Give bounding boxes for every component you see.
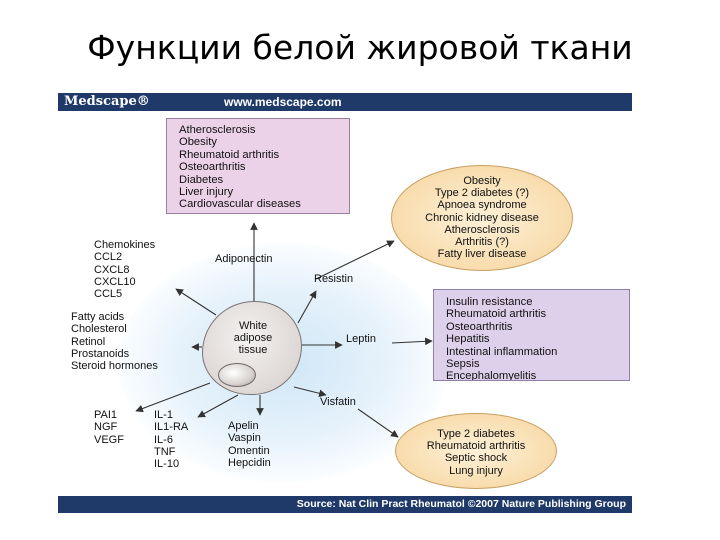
ellipse-item: Obesity bbox=[463, 175, 501, 187]
interleukins-list: IL-1 IL1-RA IL-6 TNF IL-10 bbox=[154, 409, 188, 470]
list-item: Cholesterol bbox=[71, 323, 127, 336]
list-item: Chemokines bbox=[94, 239, 156, 251]
cell-nucleus bbox=[218, 363, 256, 387]
box-item: Liver injury bbox=[179, 186, 234, 199]
list-item: IL-6 bbox=[154, 433, 173, 446]
list-item: CCL2 bbox=[94, 251, 123, 264]
list-item: PAI1 bbox=[94, 409, 118, 421]
arrows-layer bbox=[135, 222, 433, 438]
box-item: Cardiovascular diseases bbox=[179, 198, 301, 211]
arrow-to-interleukins bbox=[197, 394, 239, 418]
list-item: Omentin bbox=[228, 444, 270, 457]
box-item: Intestinal inflammation bbox=[446, 345, 558, 358]
adipose-tissue-figure: Medscape® www.medscape.com Atheroscleros… bbox=[58, 93, 632, 513]
list-item: IL-10 bbox=[154, 458, 180, 471]
ellipse-item: Atherosclerosis bbox=[444, 223, 520, 236]
ellipse-item: Chronic kidney disease bbox=[425, 211, 539, 224]
medscape-url: www.medscape.com bbox=[224, 95, 342, 109]
ellipse-item: Arthritis (?) bbox=[455, 236, 509, 249]
label-leptin: Leptin bbox=[346, 333, 376, 345]
label-visfatin: Visfatin bbox=[320, 396, 356, 408]
box-item: Encephalomyelitis bbox=[446, 370, 537, 381]
medscape-logo: Medscape® bbox=[64, 94, 150, 109]
label-adiponectin: Adiponectin bbox=[215, 253, 273, 265]
other-adipokines-list: Apelin Vaspin Omentin Hepcidin bbox=[228, 420, 271, 469]
box-item: Hepatitis bbox=[446, 333, 490, 346]
box-item: Osteoarthritis bbox=[446, 320, 513, 333]
list-item: Retinol bbox=[71, 335, 106, 348]
list-item: IL1-RA bbox=[154, 421, 189, 434]
arrow-to-growth-factors bbox=[135, 382, 211, 413]
figure-footer-bar: Source: Nat Clin Pract Rheumatol ©2007 N… bbox=[58, 496, 632, 513]
arrow-visfatin-to-ellipse bbox=[357, 408, 399, 438]
diseases-ellipse-top: Obesity Type 2 diabetes (?) Apnoea syndr… bbox=[391, 165, 573, 271]
list-item: Fatty acids bbox=[71, 311, 125, 323]
box-item: Rheumatoid arthritis bbox=[179, 148, 280, 161]
box-item: Diabetes bbox=[179, 173, 224, 186]
ellipse-item: Type 2 diabetes (?) bbox=[434, 187, 530, 200]
ellipse-item: Type 2 diabetes bbox=[437, 428, 515, 440]
ellipse-item: Rheumatoid arthritis bbox=[426, 440, 526, 453]
lipids-list: Fatty acids Cholesterol Retinol Prostano… bbox=[71, 311, 158, 372]
chemokines-list: Chemokines CCL2 CXCL8 CXCL10 CCL5 bbox=[94, 239, 155, 300]
list-item: CXCL10 bbox=[94, 275, 136, 288]
box-item: Rheumatoid arthritis bbox=[446, 308, 547, 321]
label-resistin: Resistin bbox=[314, 273, 354, 285]
list-item: Prostanoids bbox=[71, 347, 130, 360]
list-item: Vaspin bbox=[228, 432, 261, 445]
ellipse-item: Fatty liver disease bbox=[437, 248, 527, 261]
ellipse-item: Septic shock bbox=[444, 452, 508, 465]
box-item: Atherosclerosis bbox=[179, 124, 256, 136]
cell-label: White adipose tissue bbox=[221, 320, 285, 356]
arrow-to-resistin bbox=[297, 290, 317, 324]
list-item: CCL5 bbox=[94, 288, 123, 301]
arrow-to-visfatin bbox=[293, 386, 327, 398]
box-item: Insulin resistance bbox=[446, 296, 533, 308]
box-item: Obesity bbox=[179, 136, 217, 149]
arrow-leptin-to-box bbox=[391, 337, 433, 346]
ellipse-item: Apnoea syndrome bbox=[437, 199, 527, 212]
arrow-to-chemokines bbox=[175, 288, 217, 316]
box-item: Osteoarthritis bbox=[179, 161, 246, 174]
diseases-box-right: Insulin resistance Rheumatoid arthritis … bbox=[433, 289, 630, 381]
ellipse-item: Lung injury bbox=[449, 464, 503, 477]
slide-title: Функции белой жировой ткани bbox=[87, 28, 633, 67]
arrow-resistin-to-ellipse bbox=[315, 240, 395, 280]
list-item: IL-1 bbox=[154, 409, 173, 421]
cell-label-line: adipose bbox=[233, 332, 273, 344]
diseases-ellipse-bottom: Type 2 diabetes Rheumatoid arthritis Sep… bbox=[395, 413, 557, 489]
list-item: Hepcidin bbox=[228, 456, 271, 469]
list-item: TNF bbox=[154, 445, 176, 458]
growth-factors-list: PAI1 NGF VEGF bbox=[94, 409, 124, 446]
cell-label-line: White bbox=[238, 320, 268, 332]
source-credit: Source: Nat Clin Pract Rheumatol ©2007 N… bbox=[296, 498, 626, 510]
list-item: Steroid hormones bbox=[71, 360, 158, 373]
cell-label-line: tissue bbox=[238, 344, 268, 356]
list-item: CXCL8 bbox=[94, 263, 130, 276]
list-item: Apelin bbox=[228, 420, 259, 432]
list-item: VEGF bbox=[94, 433, 124, 446]
list-item: NGF bbox=[94, 421, 118, 434]
diseases-box-top: Atherosclerosis Obesity Rheumatoid arthr… bbox=[166, 118, 350, 214]
figure-header-bar: Medscape® www.medscape.com bbox=[58, 93, 632, 111]
box-item: Sepsis bbox=[446, 358, 480, 371]
